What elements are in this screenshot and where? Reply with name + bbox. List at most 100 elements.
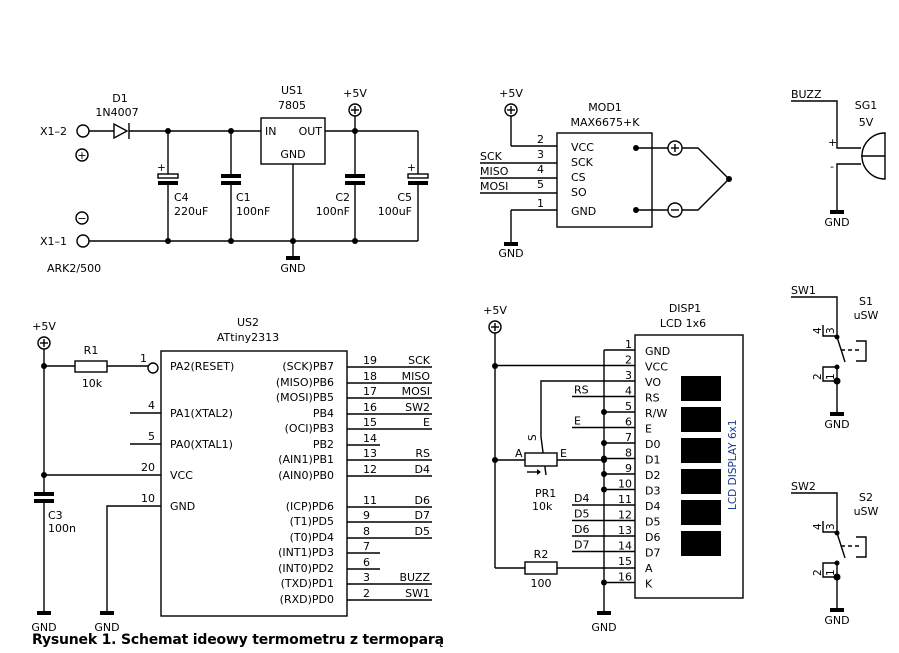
switch-pin1: 1 xyxy=(825,373,837,380)
diode-icon xyxy=(113,122,129,140)
mcu-right-pin-name: (RXD)PD0 xyxy=(280,593,334,606)
c3-ref: C3 xyxy=(48,509,63,522)
mcu-right-pin-name: (AIN1)PB1 xyxy=(278,453,334,466)
lcd-pin-name: D5 xyxy=(645,516,660,529)
junction-dot xyxy=(601,579,607,586)
mcu-net-label: SW1 xyxy=(405,587,430,600)
lcd-pin-number: 16 xyxy=(618,571,632,584)
mcu-net-label: MISO xyxy=(402,370,431,383)
mcu-box xyxy=(160,350,348,617)
buzzer-gnd-label: GND xyxy=(824,216,849,229)
switch-pin2: 2 xyxy=(812,373,824,380)
lcd-pin-name: D0 xyxy=(645,438,660,451)
mcu-right-pin-name: PB4 xyxy=(313,407,334,420)
module-gnd-label: GND xyxy=(498,247,523,260)
switch-ref: S1 xyxy=(859,295,873,308)
lcd-pin-number: 9 xyxy=(625,462,632,475)
lcd-net-label: D5 xyxy=(574,508,589,521)
mcu-net-label: D5 xyxy=(415,525,430,538)
switch-pin1: 1 xyxy=(825,569,837,576)
regulator-pin-out: OUT xyxy=(299,125,323,138)
buzzer-icon xyxy=(861,132,886,180)
gnd-symbol-icon xyxy=(286,256,300,260)
lcd-pin-name: R/W xyxy=(645,407,667,420)
switch-pin3: 3 xyxy=(825,523,837,530)
lcd-character-cell xyxy=(681,438,721,463)
gnd-label: GND xyxy=(280,262,305,275)
lcd-pin-number: 10 xyxy=(618,478,632,491)
mcu-right-pin-name: (OCI)PB3 xyxy=(285,422,334,435)
c4-value: 220uF xyxy=(174,205,208,218)
module-pin-name: SO xyxy=(571,186,587,199)
mcu-net-label: SCK xyxy=(408,354,431,367)
mcu-left-pin-name: PA1(XTAL2) xyxy=(170,407,233,420)
gnd-symbol-icon xyxy=(830,210,844,214)
power-supply-section: X1–2 + − X1–1 ARK2/500 D1 1N4007 + C4 22… xyxy=(40,84,429,275)
c3-capacitor-icon xyxy=(34,492,54,496)
c5-capacitor-icon xyxy=(407,173,429,179)
c4-ref: C4 xyxy=(174,191,189,204)
gnd-symbol-icon xyxy=(100,611,114,615)
mcu-right-pin-name: (MISO)PB6 xyxy=(276,376,334,389)
mcu-right-pin-name: (T0)PD4 xyxy=(290,531,334,544)
c1-capacitor-icon xyxy=(221,174,241,178)
vcc-label: +5V xyxy=(343,87,367,100)
lcd-pin-name: VO xyxy=(645,376,661,389)
c5-polarity: + xyxy=(407,162,416,174)
mcu-left-pin-number: 10 xyxy=(141,492,155,505)
buzzer-section: BUZZ SG1 5V + - GND xyxy=(791,88,886,229)
diode-value: 1N4007 xyxy=(95,106,138,119)
gnd-symbol-icon xyxy=(830,608,844,612)
switch-pin3: 3 xyxy=(825,327,837,334)
lcd-pin-number: 13 xyxy=(618,524,632,537)
lcd-pin-name: A xyxy=(645,562,653,575)
lcd-pin-number: 2 xyxy=(625,354,632,367)
lcd-pin-name: D1 xyxy=(645,454,660,467)
lcd-pin-name: D4 xyxy=(645,500,660,513)
display-ref: DISP1 xyxy=(669,302,701,315)
mcu-left-pin-name: PA2(RESET) xyxy=(170,360,234,373)
pr1-ref: PR1 xyxy=(535,487,556,500)
mcu-right-pin-number: 11 xyxy=(363,494,377,507)
r2-value: 100 xyxy=(531,577,552,590)
mcu-net-label: D4 xyxy=(415,463,430,476)
mcu-value: ATtiny2313 xyxy=(217,331,279,344)
minus-symbol-icon xyxy=(75,211,89,225)
module-net-label: MISO xyxy=(480,165,509,178)
c1-value: 100nF xyxy=(236,205,270,218)
lcd-net-label: D7 xyxy=(574,539,589,552)
junction-dot xyxy=(601,440,607,446)
switch-gnd-label: GND xyxy=(824,614,849,627)
lcd-net-label: D6 xyxy=(574,523,589,536)
lcd-character-cell xyxy=(681,407,721,432)
c4-capacitor-icon xyxy=(157,173,179,179)
c1-ref: C1 xyxy=(236,191,251,204)
module-net-label: SCK xyxy=(480,150,503,163)
display-gnd-label: GND xyxy=(591,621,616,634)
lcd-net-label: E xyxy=(574,415,581,428)
buzzer-plus: + xyxy=(828,136,837,149)
module-pin-number: 1 xyxy=(537,197,544,210)
lcd-character-cell xyxy=(681,376,721,401)
mcu-left-pin-number: 5 xyxy=(148,430,155,443)
lcd-pin-name: K xyxy=(645,578,653,591)
junction-dot xyxy=(601,486,607,493)
mcu-left-pin-name: GND xyxy=(170,500,195,513)
regulator-pin-in: IN xyxy=(265,125,276,138)
thermocouple-junction xyxy=(682,147,730,211)
lcd-pin-name: GND xyxy=(645,345,670,358)
mcu-vcc-label: +5V xyxy=(32,320,56,333)
mcu-right-pin-name: (INT0)PD2 xyxy=(278,562,334,575)
module-pin-name: VCC xyxy=(571,141,594,154)
mcu-left-pin-name: PA0(XTAL1) xyxy=(170,438,233,451)
lcd-character-cell xyxy=(681,500,721,525)
switch-value: uSW xyxy=(854,309,879,322)
mcu-right-pin-number: 8 xyxy=(363,525,370,538)
c2-capacitor-icon xyxy=(345,174,365,178)
mcu-right-pin-number: 18 xyxy=(363,370,377,383)
pr1-value: 10k xyxy=(532,500,553,513)
thermocouple-module-section: +5V MOD1 MAX6675+K VCC2SCK3SCKCS4MISOSO5… xyxy=(480,87,732,260)
